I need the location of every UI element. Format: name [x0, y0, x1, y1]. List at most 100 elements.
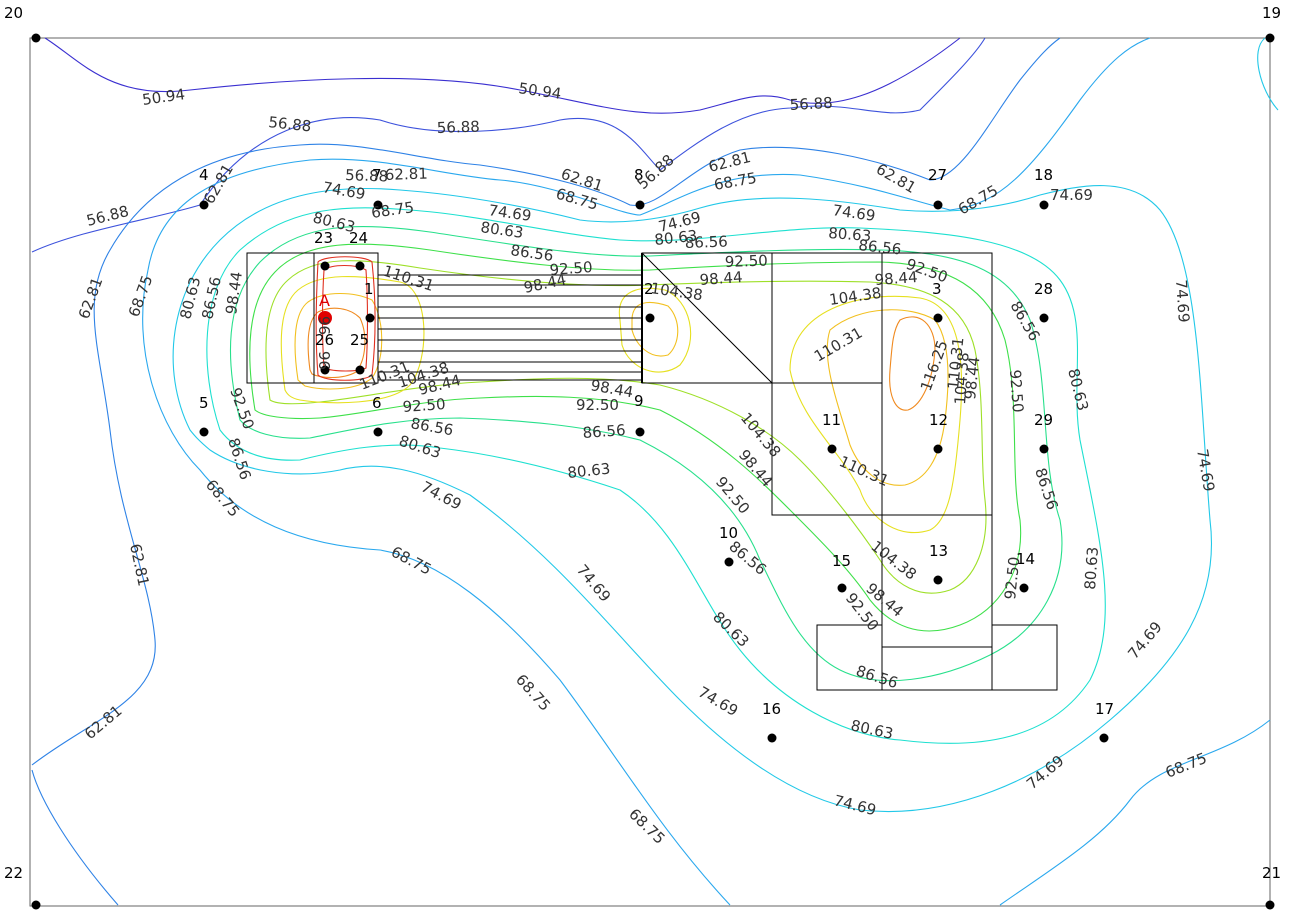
point-2 [645, 313, 655, 323]
contour-label: 86.56 [509, 241, 554, 265]
contour-label: 62.81 [385, 165, 429, 184]
point-corner-19 [1265, 33, 1275, 43]
contour-label: 96 [316, 316, 334, 335]
contour-label: 86.56 [582, 421, 626, 442]
contour-label: 80.63 [849, 716, 895, 743]
source-a-marker [318, 311, 332, 325]
contour-label: 74.69 [832, 791, 878, 819]
contour-label: 74.69 [1124, 618, 1165, 662]
contour-label: 86.56 [224, 436, 254, 482]
contour-68-75-b [142, 269, 731, 906]
contour-label: 68.75 [955, 181, 1001, 218]
contour-label: 86.56 [1031, 466, 1061, 512]
sample-points [31, 33, 1275, 910]
point-label-16: 16 [762, 700, 781, 718]
contour-label: 56.88 [85, 202, 131, 230]
contour-label: 110.31 [811, 324, 865, 366]
contour-label: 110.31 [944, 336, 967, 390]
contour-label: 68.75 [202, 476, 243, 520]
contour-label: 104.38 [868, 537, 920, 584]
contour-label: 86.56 [725, 537, 769, 578]
contour-label: 68.75 [370, 198, 415, 222]
contour-label: 62.81 [126, 542, 153, 588]
contour-92-50 [249, 243, 1022, 632]
point-3 [933, 313, 943, 323]
contour-label: 92.50 [402, 395, 446, 416]
contour-80-63 [206, 207, 1106, 744]
contour-label: 50.94 [141, 85, 186, 109]
contour-56-88 [31, 37, 986, 253]
point-17 [1099, 733, 1109, 743]
point-labels: 1 2 3 4 5 6 7 8 9 10 11 12 13 14 15 16 1… [199, 166, 1114, 718]
contour-104-38-c [789, 295, 963, 534]
contour-label: 80.63 [1064, 367, 1092, 413]
building-bottom-left [816, 624, 883, 691]
point-label-27: 27 [928, 166, 947, 184]
point-label-3: 3 [932, 280, 942, 298]
point-5 [199, 427, 209, 437]
point-14 [1019, 583, 1029, 593]
contour-104-38 [280, 275, 425, 404]
corner-label-21: 21 [1262, 864, 1281, 882]
corner-label-19: 19 [1262, 4, 1281, 22]
contour-label: 92.50 [1001, 556, 1023, 601]
point-label-18: 18 [1034, 166, 1053, 184]
point-18 [1039, 200, 1049, 210]
contour-110-31-c [826, 309, 949, 486]
contour-74-69 [172, 185, 1212, 813]
point-corner-22 [31, 900, 41, 910]
contour-label: 92.50 [725, 252, 769, 271]
point-4 [199, 200, 209, 210]
contour-label: 62.81 [81, 702, 125, 743]
contour-label: 56.88 [268, 113, 313, 135]
contour-label: 80.63 [709, 608, 752, 651]
contour-label: 74.69 [1050, 186, 1093, 204]
contour-value-labels: 50.94 50.94 56.88 56.88 56.88 56.88 56.8… [75, 79, 1218, 848]
point-label-25: 25 [350, 331, 369, 349]
contour-label: 98.44 [222, 271, 246, 316]
point-16 [767, 733, 777, 743]
contour-label: 80.63 [654, 227, 699, 249]
point-15 [837, 583, 847, 593]
contour-label: 86.56 [854, 662, 900, 692]
contour-label: 74.69 [695, 683, 741, 720]
contour-74-69-edge [1257, 37, 1279, 111]
contour-110-31 [294, 293, 383, 390]
point-label-13: 13 [929, 542, 948, 560]
contour-label: 104.38 [828, 284, 882, 309]
point-label-5: 5 [199, 394, 209, 412]
contour-86-56 [230, 225, 1063, 682]
contour-label: 68.75 [125, 273, 157, 320]
point-9 [635, 427, 645, 437]
contour-label: 56.88 [437, 118, 481, 137]
contour-label: 98.44 [522, 270, 568, 297]
point-label-12: 12 [929, 411, 948, 429]
point-label-29: 29 [1034, 411, 1053, 429]
point-28 [1039, 313, 1049, 323]
contour-116-25-b [889, 316, 936, 411]
map-frame [29, 37, 1271, 907]
point-label-10: 10 [719, 524, 738, 542]
point-1 [365, 313, 375, 323]
contour-62-81 [31, 769, 119, 906]
contour-label: 74.69 [573, 561, 614, 605]
point-label-24: 24 [349, 229, 368, 247]
contour-label: 98.44 [699, 268, 743, 289]
contour-label: 92.50 [1006, 369, 1027, 413]
point-label-7: 7 [372, 166, 382, 184]
contour-98-44 [265, 260, 987, 594]
contour-label: 68.75 [388, 543, 434, 579]
structure-outlines [246, 252, 1058, 691]
contour-innermost [315, 256, 376, 381]
contour-label: 86.56 [1007, 298, 1044, 344]
contour-116-25 [307, 307, 366, 379]
point-13 [933, 575, 943, 585]
contour-label: 92.50 [549, 258, 593, 279]
point-25 [355, 365, 365, 375]
point-label-4: 4 [199, 166, 209, 184]
contour-label: 68.75 [1163, 749, 1210, 782]
contour-label: 98.44 [874, 268, 918, 289]
point-29 [1039, 444, 1049, 454]
contour-50-94 [44, 37, 961, 114]
contour-label: 74.69 [487, 201, 532, 225]
